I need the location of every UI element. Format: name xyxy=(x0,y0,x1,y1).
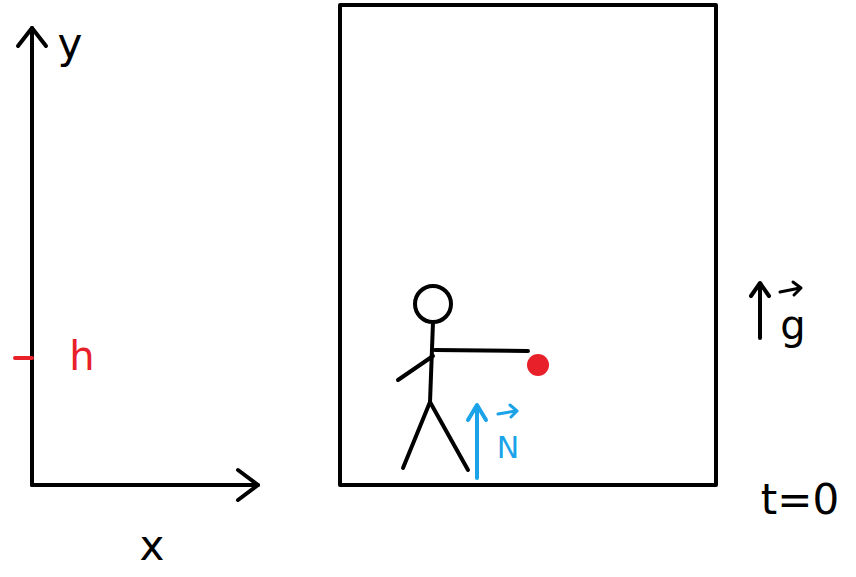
gravity-arrow-head xyxy=(751,283,769,296)
ball xyxy=(527,354,549,376)
figure-leg xyxy=(430,402,468,470)
vector-mark-head xyxy=(793,282,801,295)
force-label: N xyxy=(497,433,519,463)
axis-label: x xyxy=(140,525,165,567)
axis-label: y xyxy=(58,23,83,65)
figure-leg xyxy=(403,402,430,468)
y-axis-head xyxy=(18,28,46,46)
vector-mark-head xyxy=(510,405,517,417)
figure-right-arm xyxy=(435,350,528,351)
normal-force-head xyxy=(468,405,486,420)
figure-head xyxy=(415,286,451,322)
y-axis xyxy=(30,28,34,485)
height-tick xyxy=(15,356,32,360)
figure-body xyxy=(430,322,433,402)
elevator-box xyxy=(340,5,716,485)
height-label: h xyxy=(69,336,94,376)
x-axis-head xyxy=(238,470,258,500)
gravity-label: g xyxy=(780,305,805,345)
x-axis xyxy=(32,483,258,487)
time-label: t=0 xyxy=(761,479,839,521)
gravity-arrow xyxy=(758,284,762,338)
normal-force-arrow xyxy=(475,406,479,478)
figure-left-arm xyxy=(398,356,433,380)
